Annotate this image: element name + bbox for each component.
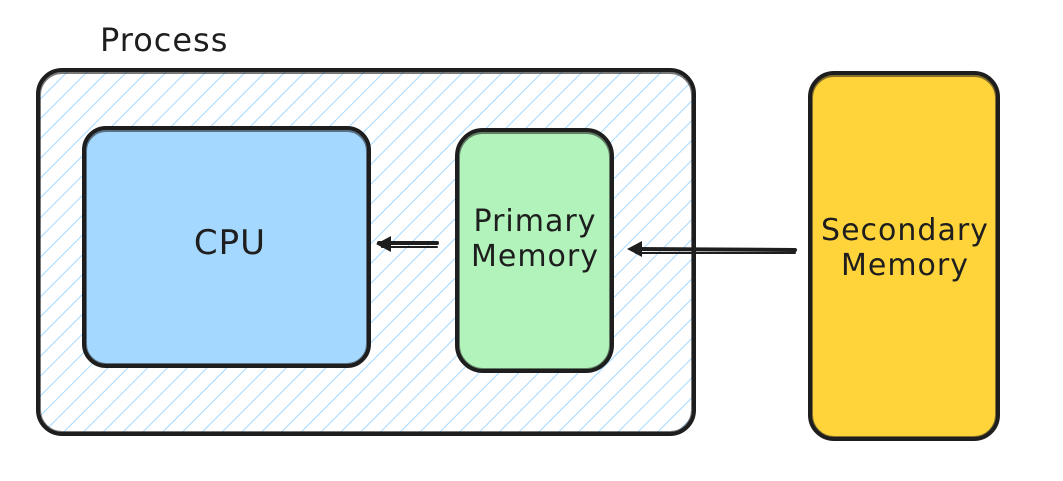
cpu-label: CPU	[193, 223, 267, 263]
secondary-memory-label: Secondary Memory	[821, 213, 989, 283]
primary-memory-label: Primary Memory	[470, 204, 599, 274]
arrow-secondary-to-primary	[627, 241, 797, 257]
process-title: Process	[100, 21, 229, 59]
arrow-primary-to-cpu	[376, 236, 439, 252]
cpu-box	[82, 126, 371, 368]
primary-memory-box	[455, 128, 614, 373]
secondary-memory-box	[808, 71, 1000, 441]
